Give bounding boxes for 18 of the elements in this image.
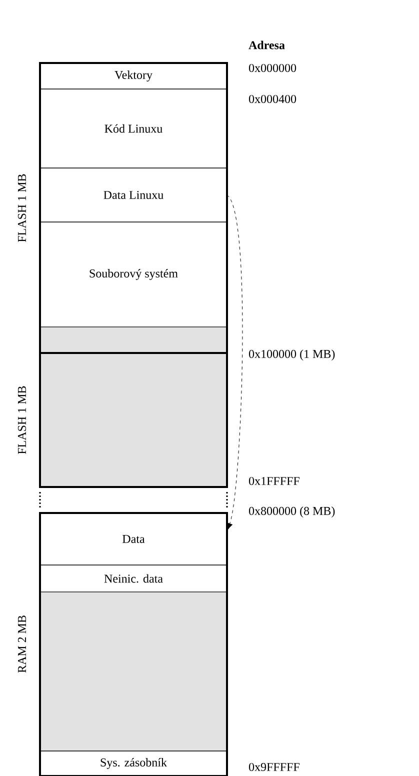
memory-segment [40, 326, 228, 354]
side-label: RAM 2 MB [18, 616, 26, 673]
arrow [226, 194, 243, 530]
side-label: FLASH 1 MB [18, 386, 26, 454]
memory-segment [40, 592, 228, 752]
address-label: 0x9FFFFF [248, 762, 300, 772]
memory-segment: Kód Linuxu [40, 88, 228, 168]
node-label: Vektory [114, 70, 152, 82]
column-heading: Adresa [248, 40, 285, 50]
address-label: 0x800000 (8 MB) [248, 506, 335, 518]
memory-segment: Data Linuxu [40, 168, 228, 222]
memory-segment: Sys. zásobník [40, 750, 228, 776]
address-label: 0x1FFFFF [248, 476, 300, 486]
side-label: FLASH 1 MB [18, 174, 26, 242]
address-label: 0x000400 [248, 94, 296, 104]
node-label: Data [122, 535, 145, 543]
address-label: 0x100000 (1 MB) [248, 350, 335, 360]
address-label: 0x000000 [248, 64, 296, 72]
